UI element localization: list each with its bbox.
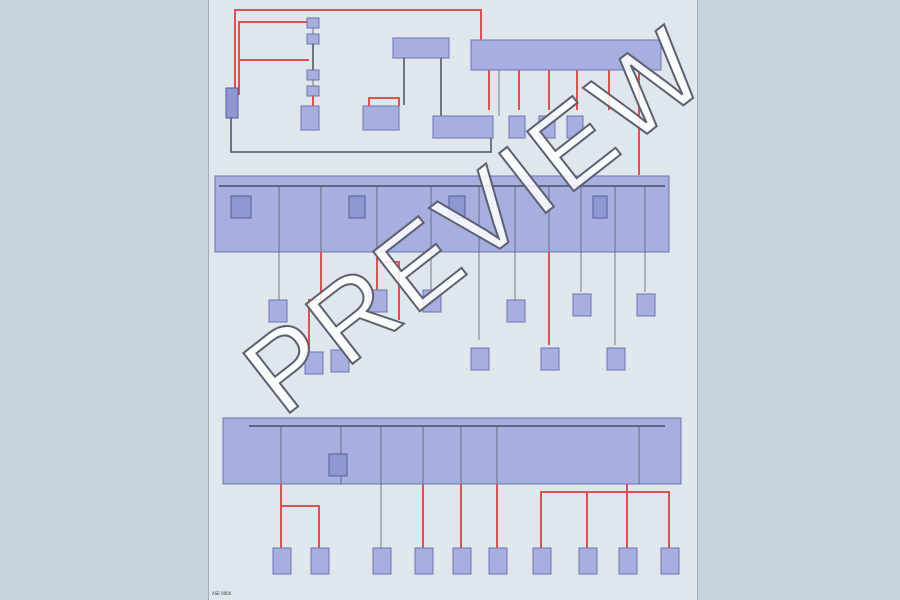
middle-load-7 [506, 299, 526, 323]
ground-wire [230, 118, 492, 153]
top-load-2 [538, 115, 556, 139]
lower-load-6 [488, 547, 508, 575]
top-load-3 [566, 115, 584, 139]
diagram-sheet [208, 0, 698, 600]
junction-relay-2 [348, 195, 366, 219]
middle-load-10 [606, 347, 626, 371]
lower-load-1 [272, 547, 292, 575]
fusible-link-1 [306, 17, 320, 29]
middle-load-2 [304, 351, 324, 375]
top-load-1 [508, 115, 526, 139]
lower-load-10 [660, 547, 680, 575]
lower-load-8 [578, 547, 598, 575]
fusible-link-2 [306, 33, 320, 45]
main-feed-wire [234, 9, 482, 95]
ignition-relay-module [432, 115, 494, 139]
top-fuse-block-fuses [488, 70, 640, 175]
middle-load-6 [470, 347, 490, 371]
junction-block-fuses [278, 186, 646, 252]
middle-branch-wires [278, 252, 646, 360]
middle-load-4 [368, 289, 388, 313]
lower-branch-wires [280, 484, 670, 548]
lower-load-9 [618, 547, 638, 575]
starter [300, 105, 320, 131]
lower-load-4 [414, 547, 434, 575]
top-fuse-block [470, 39, 662, 71]
generator [362, 105, 400, 131]
middle-load-11 [636, 293, 656, 317]
middle-load-5 [422, 289, 442, 313]
middle-load-1 [268, 299, 288, 323]
fusible-link-4 [306, 85, 320, 97]
ignition-switch [392, 37, 450, 59]
lower-load-3 [372, 547, 392, 575]
battery [225, 87, 239, 119]
junction-relay-4 [592, 195, 608, 219]
fusible-link-3 [306, 69, 320, 81]
battery-feed-wire [238, 21, 309, 95]
lower-load-7 [532, 547, 552, 575]
middle-load-9 [572, 293, 592, 317]
wiring-diagram [214, 9, 682, 575]
junction-relay-3 [448, 195, 466, 219]
middle-load-8 [540, 347, 560, 371]
sheet-label: ASE 0000 [212, 591, 232, 596]
junction-block-lower [222, 417, 682, 485]
junction-relay-1 [230, 195, 252, 219]
lower-load-5 [452, 547, 472, 575]
lower-relay-1 [328, 453, 348, 477]
middle-load-3 [330, 349, 350, 373]
lower-load-2 [310, 547, 330, 575]
generator-wire [368, 97, 400, 106]
